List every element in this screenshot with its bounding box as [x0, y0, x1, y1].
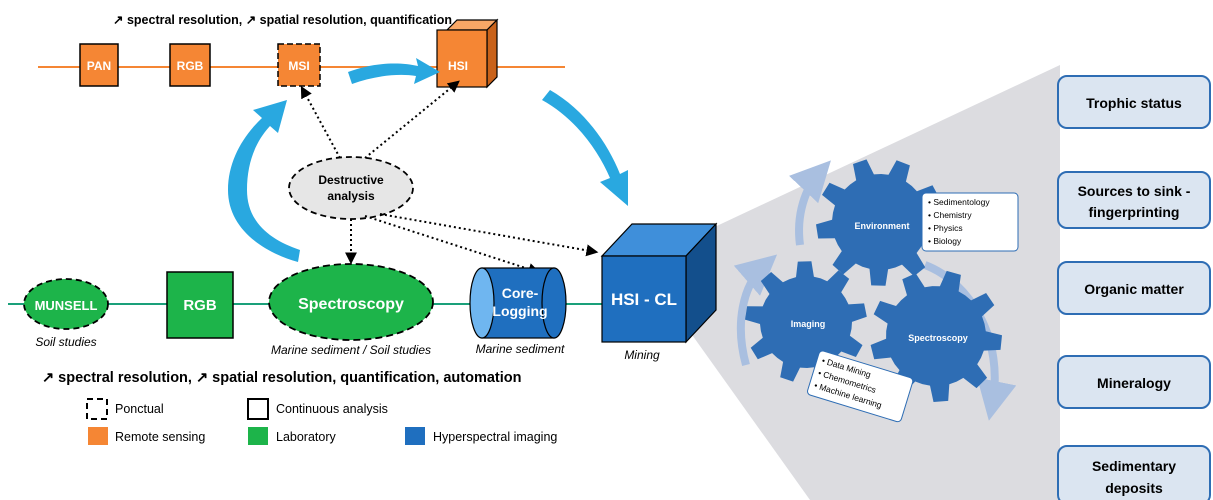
legend-continuous-label: Continuous analysis [276, 402, 388, 416]
legend-laboratory-swatch [248, 427, 268, 445]
destructive-analysis: Destructive analysis [288, 156, 414, 220]
app-sources-line2: fingerprinting [1089, 204, 1180, 220]
node-spectroscopy: Spectroscopy [268, 263, 434, 341]
app-sources: Sources to sink - fingerprinting [1057, 171, 1211, 229]
top-timeline: ↗ spectral resolution, ↗ spatial resolut… [38, 13, 565, 89]
app-organic: Organic matter [1057, 261, 1211, 315]
node-rgb-remote: RGB [169, 43, 211, 87]
cycle-arrow-top [788, 160, 831, 246]
node-core-line1: Core- [502, 285, 539, 301]
app-mineralogy: Mineralogy [1057, 355, 1211, 409]
legend-ponctual-swatch [86, 398, 108, 420]
node-hsi-label: HSI [448, 59, 468, 73]
gear-cluster: Environment Imaging Spectroscopy • Sedim… [733, 159, 1019, 423]
legend-hyperspectral-label: Hyperspectral imaging [433, 430, 557, 444]
node-rgb-lab: RGB [166, 271, 234, 339]
node-munsell: MUNSELL [23, 278, 109, 330]
legend-continuous-swatch [247, 398, 269, 420]
destructive-line2: analysis [327, 189, 375, 203]
caption-marine-soil: Marine sediment / Soil studies [271, 343, 431, 357]
gear-imaging-label: Imaging [791, 319, 826, 329]
node-rgb-remote-label: RGB [177, 59, 204, 73]
gear-spec-shape [870, 270, 1002, 402]
bottom-timeline: MUNSELL RGB Spectroscopy Core- Logging H… [8, 222, 718, 386]
top-header: ↗ spectral resolution, ↗ spatial resolut… [113, 13, 452, 27]
env-item-1: • Sedimentology [928, 197, 990, 207]
legend-hyperspectral-swatch [405, 427, 425, 445]
legend-remote-label: Remote sensing [115, 430, 205, 444]
env-item-4: • Biology [928, 236, 962, 246]
destructive-line1: Destructive [318, 173, 384, 187]
gear-spectroscopy-label: Spectroscopy [908, 333, 968, 343]
app-mineralogy-label: Mineralogy [1097, 375, 1171, 391]
projection-cone [640, 65, 1060, 500]
gear-spectroscopy [870, 270, 1002, 402]
node-pan-label: PAN [87, 59, 111, 73]
app-sources-line1: Sources to sink - [1078, 183, 1191, 199]
node-msi-label: MSI [288, 59, 309, 73]
node-spectroscopy-label: Spectroscopy [298, 296, 404, 313]
node-hsi-cl-cube: HSI - CL [600, 222, 718, 344]
node-hsi-cube: HSI [436, 18, 499, 89]
environment-info-box: • Sedimentology • Chemistry • Physics • … [921, 192, 1019, 252]
node-munsell-label: MUNSELL [35, 298, 98, 313]
gear-imaging [745, 261, 867, 382]
legend-laboratory-label: Laboratory [276, 430, 337, 444]
node-hsi-cl-label: HSI - CL [611, 290, 677, 309]
cycle-arrow-left [733, 254, 778, 367]
gear-env-shape [816, 159, 944, 286]
node-pan: PAN [79, 43, 119, 87]
env-item-3: • Physics [928, 223, 963, 233]
flow-arrows [228, 58, 628, 262]
node-rgb-lab-label: RGB [183, 297, 217, 314]
caption-soil: Soil studies [35, 335, 96, 349]
app-sedimentary: Sedimentary deposits [1057, 445, 1211, 500]
legend-ponctual-label: Ponctual [115, 402, 164, 416]
caption-mining: Mining [624, 348, 660, 362]
app-trophic: Trophic status [1057, 75, 1211, 129]
gear-environment [816, 159, 944, 286]
node-core-logging: Core- Logging [469, 267, 567, 339]
dotted-arrows [300, 80, 599, 275]
app-sedimentary-line1: Sedimentary [1092, 458, 1176, 474]
gear-img-shape [745, 261, 867, 382]
caption-marine: Marine sediment [476, 342, 565, 356]
bottom-footer: ↗ spectral resolution, ↗ spatial resolut… [42, 370, 522, 386]
gear-environment-label: Environment [854, 221, 909, 231]
legend-remote-swatch [88, 427, 108, 445]
app-trophic-label: Trophic status [1086, 95, 1182, 111]
node-msi: MSI [277, 43, 321, 87]
env-item-2: • Chemistry [928, 210, 972, 220]
app-organic-label: Organic matter [1084, 281, 1184, 297]
imaging-info-box: • Data Mining • Chemometrics • Machine l… [807, 350, 914, 423]
legend: Ponctual Continuous analysis Remote sens… [86, 398, 557, 445]
app-sedimentary-line2: deposits [1105, 480, 1163, 496]
applications: Trophic status Sources to sink - fingerp… [1057, 75, 1211, 500]
node-core-line2: Logging [492, 303, 547, 319]
